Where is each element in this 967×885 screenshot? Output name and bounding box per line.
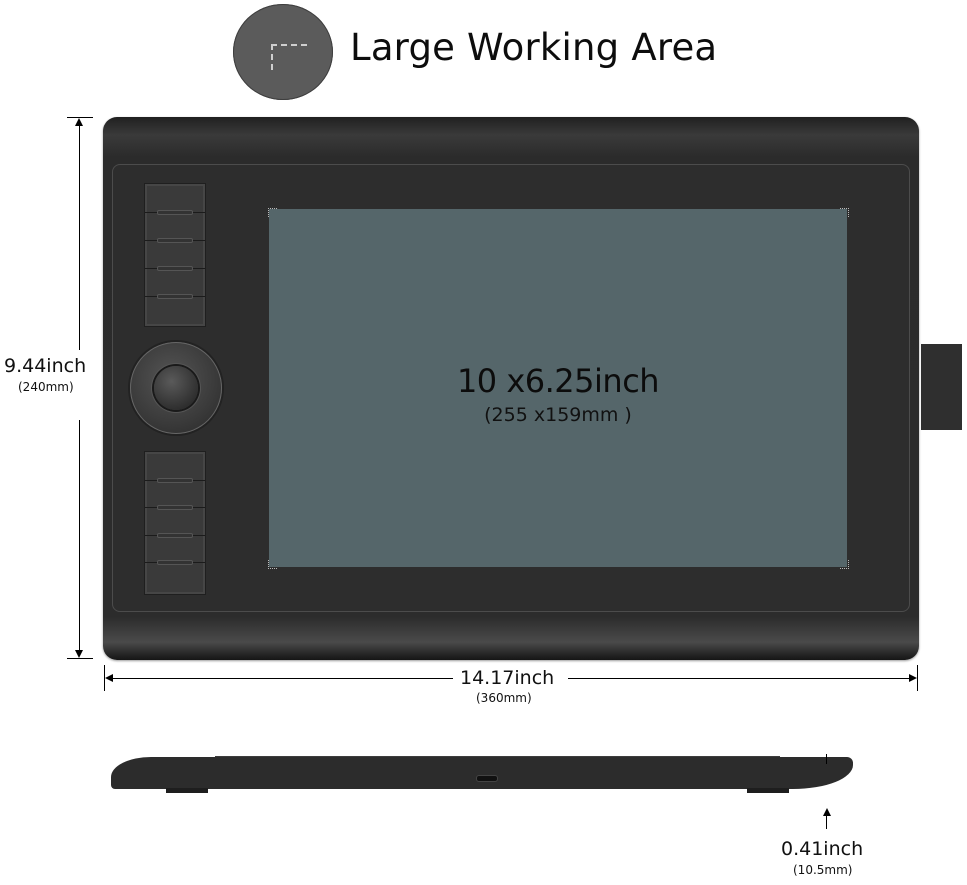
dial-center-button	[154, 366, 198, 410]
thickness-tick	[826, 754, 827, 764]
width-inch-label: 14.17inch	[460, 667, 555, 689]
arrow-right-icon	[909, 674, 917, 682]
key-separator	[145, 238, 205, 243]
headline: Large Working Area	[350, 26, 718, 69]
corner-mark-tl	[268, 208, 277, 217]
working-area	[269, 209, 847, 567]
working-area-size-inch: 10 x6.25inch	[456, 362, 660, 400]
height-line-top	[79, 124, 80, 350]
rubber-foot-left	[166, 788, 208, 793]
width-line-left	[110, 678, 453, 679]
tablet-side-profile	[111, 757, 853, 789]
dashed-corner-icon	[271, 44, 307, 70]
corner-mark-bl	[268, 560, 277, 569]
width-mm-label: (360mm)	[476, 691, 532, 705]
width-line-right	[568, 678, 910, 679]
height-mm-label: (240mm)	[18, 380, 74, 394]
large-area-badge	[233, 4, 333, 100]
key-separator	[145, 560, 205, 565]
arrow-up-icon	[823, 808, 831, 816]
key-separator	[145, 533, 205, 538]
thickness-mm-label: (10.5mm)	[793, 863, 853, 877]
corner-mark-br	[840, 560, 849, 569]
key-separator	[145, 210, 205, 215]
key-separator	[145, 505, 205, 510]
usb-port-icon	[476, 775, 498, 782]
arrow-down-icon	[75, 650, 83, 658]
thickness-line	[826, 815, 827, 829]
corner-mark-tr	[840, 208, 849, 217]
thickness-inch-label: 0.41inch	[781, 838, 864, 860]
arrow-up-icon	[75, 118, 83, 126]
width-tick-left	[104, 665, 105, 691]
key-separator	[145, 266, 205, 271]
height-line-bottom	[79, 420, 80, 650]
arrow-left-icon	[105, 674, 113, 682]
width-tick-right	[917, 665, 918, 691]
working-area-size-mm: (255 x159mm )	[484, 404, 632, 426]
express-keys-top	[144, 183, 206, 327]
side-connector-tab	[921, 344, 962, 430]
key-separator	[145, 478, 205, 483]
height-inch-label: 9.44inch	[4, 355, 87, 377]
height-tick-top	[67, 117, 93, 118]
height-tick-bottom	[67, 658, 93, 659]
express-keys-bottom	[144, 451, 206, 595]
rubber-foot-right	[747, 788, 789, 793]
key-separator	[145, 294, 205, 299]
